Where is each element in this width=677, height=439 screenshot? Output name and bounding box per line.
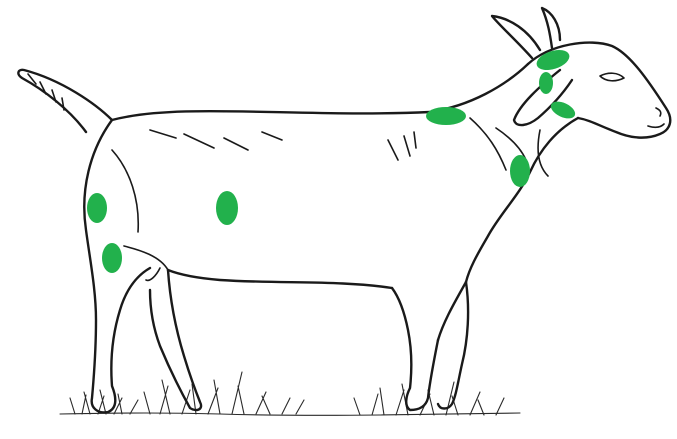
marker-shoulder-top	[426, 107, 466, 125]
chest	[438, 282, 466, 340]
marker-jaw	[548, 98, 577, 122]
eye	[600, 73, 624, 81]
throat	[466, 118, 578, 282]
goat-outline	[18, 8, 670, 412]
horn-back	[492, 16, 540, 58]
hind-leg-far	[150, 270, 201, 410]
grass-tuft-rear	[70, 390, 138, 414]
grass-tuft-middle	[144, 372, 304, 414]
marker-thigh-lower	[102, 243, 122, 273]
belly	[168, 270, 392, 288]
marker-neck-lower	[510, 155, 530, 187]
marker-thigh-upper	[87, 193, 107, 223]
marker-flank	[216, 191, 238, 225]
body-shading	[150, 130, 416, 160]
neck-fold	[470, 118, 548, 176]
marker-group	[87, 46, 578, 273]
back-line	[112, 64, 528, 120]
ground-line	[60, 413, 520, 415]
grass-group	[60, 372, 520, 415]
marker-below-ear	[539, 72, 553, 94]
front-leg-far	[438, 282, 468, 409]
mouth	[648, 124, 664, 127]
front-leg-near	[392, 288, 438, 410]
horn-front	[542, 8, 560, 48]
nostril	[656, 108, 661, 116]
